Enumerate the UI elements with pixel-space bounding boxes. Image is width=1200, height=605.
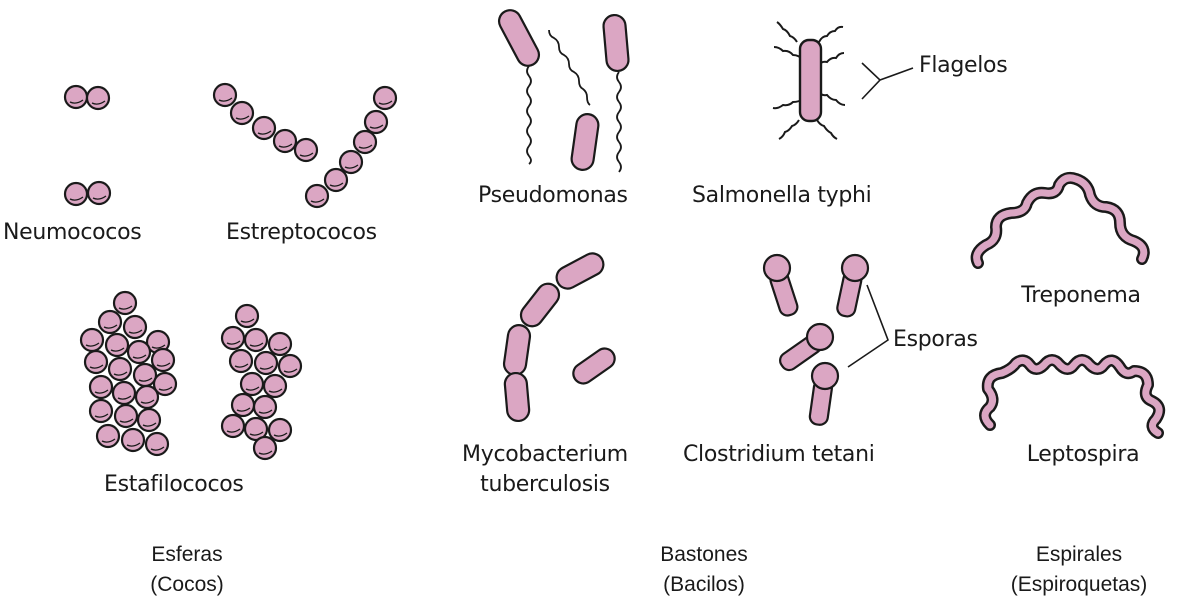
label-treponema: Treponema <box>1021 283 1141 308</box>
category-title: Espirales <box>1035 543 1123 566</box>
label-mycobacterium-line2: tuberculosis <box>480 472 610 497</box>
mycobacterium-illustration <box>502 252 616 423</box>
label-estafilococos: Estafilococos <box>104 472 244 497</box>
category-title: Bastones <box>660 543 748 566</box>
pseudomonas-illustration <box>497 9 630 173</box>
salmonella-illustration <box>772 21 914 140</box>
category-subtitle: (Bacilos) <box>663 573 745 596</box>
label-leptospira: Leptospira <box>1026 442 1140 467</box>
category-esferas: Esferas (Cocos) <box>150 540 224 600</box>
estafilococos-illustration <box>79 290 303 461</box>
category-title: Esferas <box>151 543 223 566</box>
category-subtitle: (Cocos) <box>150 573 224 596</box>
category-bastones: Bastones (Bacilos) <box>660 540 748 600</box>
neumococos-illustration <box>63 84 112 207</box>
label-clostridium: Clostridium tetani <box>683 442 875 467</box>
label-neumococos: Neumococos <box>3 220 142 245</box>
label-salmonella: Salmonella typhi <box>692 183 872 208</box>
category-espirales: Espirales (Espiroquetas) <box>1011 540 1148 600</box>
label-mycobacterium-line1: Mycobacterium <box>462 442 628 467</box>
label-esporas: Esporas <box>893 327 978 352</box>
treponema-illustration <box>970 171 1150 269</box>
clostridium-illustration <box>762 253 889 426</box>
category-subtitle: (Espiroquetas) <box>1010 573 1148 596</box>
leptospira-illustration <box>979 354 1166 439</box>
estreptococos-illustration <box>212 82 398 209</box>
label-flagelos: Flagelos <box>919 53 1008 78</box>
label-estreptococos: Estreptococos <box>226 220 377 245</box>
label-pseudomonas: Pseudomonas <box>478 183 628 208</box>
